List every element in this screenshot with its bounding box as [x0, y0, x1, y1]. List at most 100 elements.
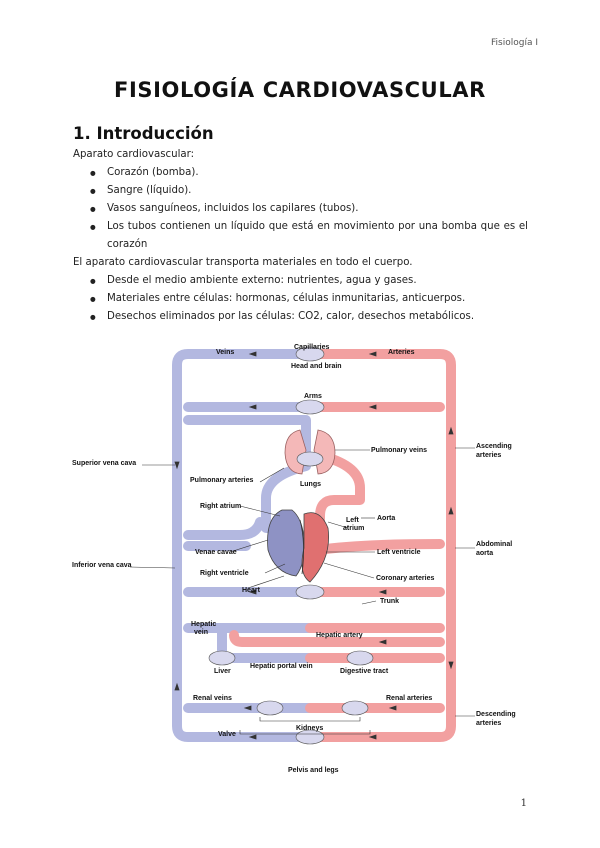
label-venae-cavae: Venae cavae — [195, 549, 237, 556]
list-item: Materiales entre células: hormonas, célu… — [73, 290, 528, 308]
label-abdominal-aorta-2: aorta — [476, 550, 493, 557]
leader-line — [247, 575, 285, 589]
arrow-icon — [174, 682, 180, 691]
valve-bracket — [239, 730, 371, 735]
label-abdominal-aorta-1: Abdominal — [476, 541, 512, 548]
arrow-icon — [248, 734, 257, 740]
capillary-bed — [295, 729, 325, 745]
arrow-icon — [243, 705, 252, 711]
heart-illustration — [267, 509, 329, 583]
bullet-list-materials: Desde el medio ambiente externo: nutrien… — [73, 272, 528, 326]
label-arteries: Arteries — [388, 349, 415, 356]
capillary-bed — [295, 399, 325, 415]
arrow-icon — [368, 404, 377, 410]
capillary-bed — [295, 346, 325, 362]
leader-line — [229, 539, 269, 553]
label-hepatic-portal-vein: Hepatic portal vein — [250, 663, 313, 670]
list-item: Desechos eliminados por las células: CO2… — [73, 308, 528, 326]
leader-line — [323, 562, 375, 579]
label-leaders — [129, 447, 475, 735]
flow-arrows — [174, 351, 454, 740]
list-item: Vasos sanguíneos, incluidos los capilare… — [73, 200, 528, 218]
vein-tube — [183, 415, 311, 461]
leader-line — [327, 521, 349, 529]
label-aorta: Aorta — [377, 515, 395, 522]
arrow-icon — [378, 639, 387, 645]
section-heading: 1. Introducción — [73, 124, 214, 143]
arrow-icon — [448, 506, 454, 515]
running-header: Fisiología I — [491, 38, 538, 48]
lung-right-lobe — [313, 429, 336, 475]
vein-tube — [172, 349, 315, 742]
vein-tube — [183, 517, 265, 540]
page-number: 1 — [520, 798, 527, 809]
paragraph-transport: El aparato cardiovascular transporta mat… — [73, 257, 413, 268]
page-title: FISIOLOGÍA CARDIOVASCULAR — [114, 78, 486, 102]
capillary-bed — [346, 650, 374, 666]
list-item: Desde el medio ambiente externo: nutrien… — [73, 272, 528, 290]
label-veins: Veins — [216, 349, 234, 356]
intro-text: Aparato cardiovascular: — [73, 149, 195, 160]
capillary-bed — [208, 650, 236, 666]
label-renal-arteries: Renal arteries — [386, 695, 432, 702]
heart-right-side — [267, 509, 305, 577]
capillary-beds — [208, 346, 374, 745]
label-valve: Valve — [218, 731, 236, 738]
label-head-brain: Head and brain — [291, 363, 342, 370]
label-pulmonary-veins: Pulmonary veins — [371, 447, 427, 454]
leader-line — [239, 505, 281, 517]
label-right-atrium: Right atrium — [200, 503, 241, 510]
capillary-bed — [295, 584, 325, 600]
label-ascending-arteries-1: Ascending — [476, 443, 512, 450]
label-descending-arteries-2: arteries — [476, 720, 501, 727]
label-digestive-tract: Digestive tract — [340, 668, 389, 675]
list-item: Sangre (líquido). — [73, 182, 528, 200]
arrow-icon — [448, 661, 454, 670]
arrow-icon — [378, 589, 387, 595]
arrow-icon — [368, 351, 377, 357]
label-renal-veins: Renal veins — [193, 695, 232, 702]
leader-line — [264, 563, 286, 574]
list-item: Los tubos contienen un líquido que está … — [73, 218, 528, 254]
leader-line — [361, 600, 377, 605]
arrow-icon — [248, 589, 257, 595]
heart-left-side — [301, 512, 329, 583]
capillary-bed — [341, 700, 369, 716]
artery-tube — [229, 630, 445, 647]
label-left-ventricle: Left ventricle — [377, 549, 421, 556]
label-arms: Arms — [304, 393, 322, 400]
label-kidneys: Kidneys — [296, 725, 323, 732]
label-pulmonary-arteries: Pulmonary arteries — [190, 477, 254, 484]
arrow-icon — [368, 734, 377, 740]
label-heart: Heart — [242, 587, 261, 594]
label-lungs: Lungs — [300, 481, 321, 488]
label-left-atrium-2: atrium — [343, 525, 364, 532]
label-inferior-vena-cava: Inferior vena cava — [72, 562, 132, 569]
leader-line — [129, 566, 176, 569]
artery-tube — [305, 349, 456, 742]
label-ascending-arteries-2: arteries — [476, 452, 501, 459]
label-right-ventricle: Right ventricle — [200, 570, 249, 577]
arrow-icon — [248, 351, 257, 357]
body-text: Aparato cardiovascular: Corazón (bomba).… — [73, 146, 528, 326]
label-hepatic-artery: Hepatic artery — [316, 632, 363, 639]
label-superior-vena-cava: Superior vena cava — [72, 460, 136, 467]
artery-tube — [315, 451, 365, 553]
bullet-list-components: Corazón (bomba). Sangre (líquido). Vasos… — [73, 164, 528, 254]
heart-septum — [299, 519, 304, 575]
label-descending-arteries-1: Descending — [476, 711, 516, 718]
label-hepatic-vein-2: vein — [194, 629, 208, 636]
arrow-icon — [388, 705, 397, 711]
lung-capillaries — [296, 451, 324, 467]
kidneys-bracket — [259, 717, 361, 722]
label-capillaries: Capillaries — [294, 344, 330, 351]
lungs-illustration — [284, 429, 336, 475]
list-item: Corazón (bomba). — [73, 164, 528, 182]
capillary-bed — [256, 700, 284, 716]
arrow-icon — [448, 426, 454, 435]
arrow-icon — [248, 404, 257, 410]
leader-line — [259, 467, 285, 483]
label-hepatic-vein-1: Hepatic — [191, 621, 216, 628]
label-trunk: Trunk — [380, 598, 399, 605]
arrow-icon — [174, 461, 180, 470]
